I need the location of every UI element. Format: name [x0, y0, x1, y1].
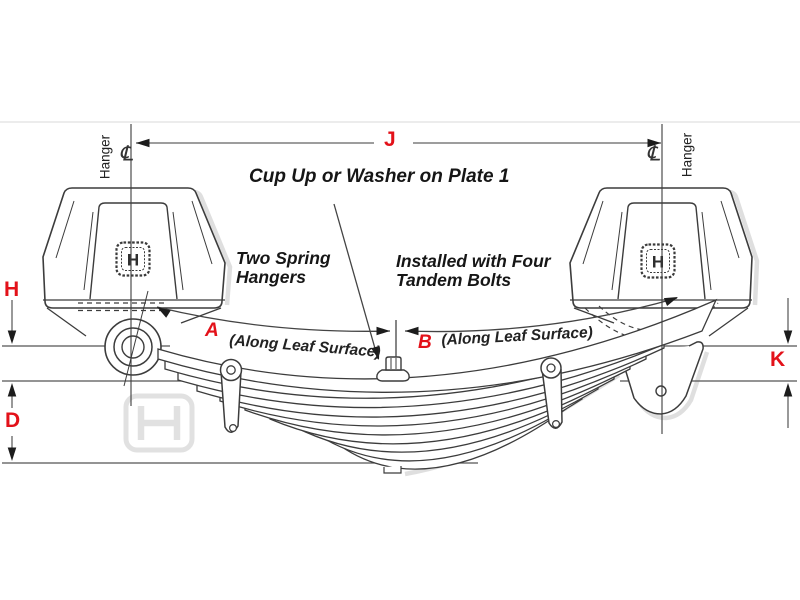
arrowhead-icon [371, 345, 380, 360]
cup-leader-line [333, 203, 379, 360]
hanger-label-left: Hanger [97, 134, 113, 180]
note-line: Tandem Bolts [396, 269, 512, 290]
right-hanger-logo-icon [640, 243, 676, 279]
hanger-label-right: Hanger [679, 132, 695, 178]
two-spring-hangers-note: Two Spring Hangers [236, 249, 331, 287]
dim-label-b: B [418, 332, 432, 353]
left-hanger-logo-letter: H [127, 251, 139, 270]
arrowhead-icon [136, 138, 150, 148]
hidden-edge-dashes [78, 302, 168, 312]
dim-label-d: D [5, 409, 21, 432]
dim-label-j: J [384, 128, 396, 151]
dim-label-k: K [770, 348, 786, 371]
dim-label-h: H [4, 278, 20, 301]
slipper-bolt-hole [655, 385, 667, 397]
watermark-logo-icon [123, 393, 195, 453]
arrowhead-icon [783, 383, 793, 397]
arrowhead-icon [157, 307, 171, 318]
right-rebound-clamp [540, 357, 563, 429]
spring-eye [104, 290, 162, 387]
centerline-symbol-left: ℄ [119, 142, 133, 166]
eye-axis-line [123, 290, 149, 387]
center-bolt [376, 356, 410, 382]
cup-up-note: Cup Up or Washer on Plate 1 [249, 166, 510, 187]
note-line: Hangers [236, 266, 307, 287]
tandem-bolts-note: Installed with Four Tandem Bolts [396, 252, 551, 290]
bottom-leaf-notch [383, 466, 402, 474]
note-line: Two Spring [236, 248, 331, 268]
left-hanger-logo-icon [115, 241, 151, 277]
left-rebound-clamp [219, 358, 243, 433]
arrowheads [7, 138, 793, 461]
arrowhead-icon [7, 383, 17, 397]
arrowhead-icon [7, 330, 17, 344]
right-hanger [569, 187, 753, 341]
arrowhead-icon [647, 138, 661, 148]
surface-measure-curves [156, 203, 678, 360]
leaf-band [157, 298, 718, 393]
arrowhead-icon [663, 297, 678, 307]
centerlines [130, 124, 663, 434]
dim-label-a: A [205, 320, 219, 341]
centerline-symbol-right: ℄ [646, 142, 660, 166]
right-hanger-logo-letter: H [652, 253, 664, 272]
arrowhead-icon [376, 326, 390, 336]
arrowhead-icon [405, 326, 419, 336]
arrowhead-icon [783, 330, 793, 344]
note-line: Installed with Four [396, 251, 551, 271]
arrowhead-icon [7, 447, 17, 461]
